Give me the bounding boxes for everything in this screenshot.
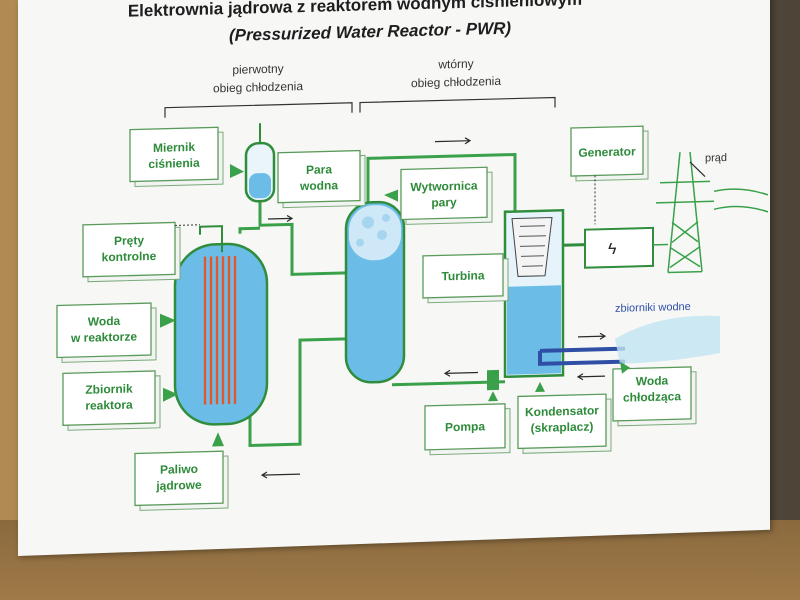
pipe-return-to-reactor [248, 337, 356, 447]
cooling-pipe-bottom [538, 350, 625, 366]
pipe-condensate-return [392, 380, 505, 387]
condenser-water [507, 285, 561, 375]
steam-generator-steam [349, 205, 401, 261]
control-rods-pointer [175, 224, 200, 226]
svg-text:ciśnienia: ciśnienia [148, 156, 200, 171]
svg-text:Paliwo: Paliwo [160, 462, 198, 477]
reservoir-water [615, 315, 720, 364]
arrow-fuel-rods [212, 432, 224, 447]
cooling-pipe-top [540, 346, 625, 353]
svg-text:reaktora: reaktora [85, 398, 133, 413]
secondary-circuit-line1: wtórny [437, 57, 473, 72]
reactor-vessel [173, 242, 269, 426]
label-pressure-gauge: Miernik ciśnienia [129, 126, 224, 187]
label-steam: Para wodna [277, 149, 366, 209]
svg-text:jądrowe: jądrowe [155, 478, 202, 493]
flow-arrows [260, 137, 607, 479]
svg-text:chłodząca: chłodząca [623, 389, 681, 405]
svg-text:Pompa: Pompa [445, 419, 485, 434]
title-line1: Elektrownia jądrowa z reaktorem wodnym c… [128, 0, 582, 21]
control-rod-drive [199, 225, 223, 253]
arrow-reactor-water [160, 313, 176, 328]
power-pylon-icon [653, 151, 769, 274]
arrow-cooling-water [620, 361, 630, 374]
label-control-rods: Pręty kontrolne [82, 221, 181, 283]
label-steam-generator: Wytwornica pary [400, 166, 493, 225]
svg-text:Miernik: Miernik [153, 140, 195, 155]
primary-circuit-bracket [164, 102, 353, 118]
svg-text:pary: pary [431, 195, 457, 210]
pipe-steam-to-generator [258, 198, 356, 276]
arrow-reactor-vessel [163, 387, 178, 402]
turbine-blades [519, 225, 546, 267]
arrow-pump [488, 391, 498, 402]
current-label: prąd [705, 152, 727, 165]
label-reactor-water: Woda w reaktorze [56, 302, 157, 363]
pressurizer-water [249, 173, 271, 199]
poster-shadow-edge [768, 0, 800, 520]
current-pointer [689, 161, 706, 177]
svg-text:Woda: Woda [88, 314, 121, 329]
reservoir-label: zbiorniki wodne [615, 301, 691, 315]
svg-text:wodna: wodna [299, 178, 338, 193]
steam-bubbles [356, 213, 390, 247]
primary-circuit-line2: obieg chłodzenia [213, 79, 303, 95]
arrow-pressure-gauge [230, 163, 244, 178]
label-turbine: Turbina [422, 253, 509, 304]
svg-text:Wytwornica: Wytwornica [410, 178, 477, 194]
label-cooling-water: Woda chłodząca [612, 366, 697, 427]
generator-body [584, 226, 654, 269]
label-reactor-vessel: Zbiornik reaktora [62, 370, 161, 431]
svg-text:Turbina: Turbina [441, 268, 484, 283]
pipe-steam-to-turbine [366, 152, 517, 216]
turbine-rotor [511, 217, 553, 277]
svg-text:Para: Para [306, 162, 332, 177]
secondary-circuit-bracket [359, 96, 556, 113]
pump-icon [487, 369, 499, 391]
svg-text:Woda: Woda [636, 373, 669, 388]
label-generator: Generator [570, 125, 649, 182]
label-fuel-rods: Paliwo jądrowe [134, 450, 229, 511]
secondary-circuit-line2: obieg chłodzenia [411, 74, 501, 90]
arrow-condenser [535, 381, 545, 392]
svg-text:(skraplacz): (skraplacz) [531, 419, 594, 435]
primary-circuit-line1: pierwotny [232, 62, 283, 77]
svg-text:Pręty: Pręty [114, 233, 144, 248]
svg-text:kontrolne: kontrolne [102, 249, 157, 264]
turbine-shaft [563, 243, 585, 247]
svg-text:Generator: Generator [578, 144, 636, 160]
svg-text:Kondensator: Kondensator [525, 403, 599, 419]
arrow-steam-generator [384, 189, 398, 202]
fuel-rods [203, 255, 237, 405]
pipe-reactor-top [238, 226, 260, 234]
label-pump: Pompa [424, 403, 511, 456]
svg-text:Zbiornik: Zbiornik [85, 382, 133, 397]
lightning-icon: ϟ [608, 241, 617, 258]
label-condenser: Kondensator (skraplacz) [517, 393, 612, 454]
title-line2: (Pressurized Water Reactor - PWR) [229, 19, 511, 45]
svg-text:w reaktorze: w reaktorze [70, 329, 137, 345]
